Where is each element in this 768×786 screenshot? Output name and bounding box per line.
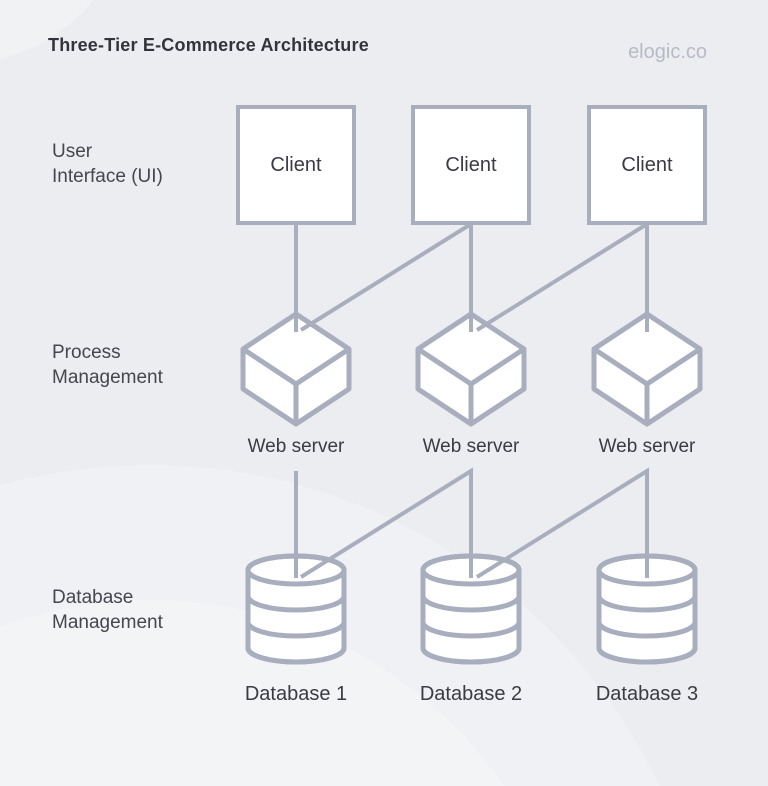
database-cylinder-icon-3	[596, 553, 698, 665]
server-cube-icon-1	[240, 311, 352, 427]
server-cube-icon-2	[415, 311, 527, 427]
database-label-1: Database 1	[244, 683, 348, 705]
connector-client2-webserver1	[299, 222, 473, 332]
client-node-3: Client	[587, 105, 707, 225]
tier-label-database-management: Database Management	[52, 585, 163, 635]
tier-label-line: User	[52, 141, 93, 162]
web-server-label-2: Web server	[422, 436, 520, 457]
connector-client3-webserver2	[475, 222, 649, 332]
brand-logo-text: elogic.co	[628, 41, 707, 63]
client-node-2: Client	[411, 105, 531, 225]
server-cube-icon-3	[591, 311, 703, 427]
tier-label-process-management: Process Management	[52, 340, 163, 390]
client-label-2: Client	[445, 153, 497, 176]
client-node-1: Client	[236, 105, 356, 225]
tier-label-line: Database	[52, 587, 134, 608]
tier-label-user-interface: User Interface (UI)	[52, 139, 163, 189]
client-label-3: Client	[621, 153, 673, 176]
tier-label-line: Process	[52, 342, 121, 363]
database-label-3: Database 3	[595, 683, 699, 705]
connector-webserver3-database2-and-database3	[475, 467, 649, 579]
tier-label-line: Interface (UI)	[52, 166, 163, 187]
page-title: Three-Tier E-Commerce Architecture	[48, 35, 369, 55]
tier-label-line: Management	[52, 612, 163, 633]
database-label-2: Database 2	[419, 683, 523, 705]
web-server-label-3: Web server	[598, 436, 696, 457]
web-server-label-1: Web server	[247, 436, 345, 457]
client-label-1: Client	[270, 153, 322, 176]
tier-label-line: Management	[52, 367, 163, 388]
